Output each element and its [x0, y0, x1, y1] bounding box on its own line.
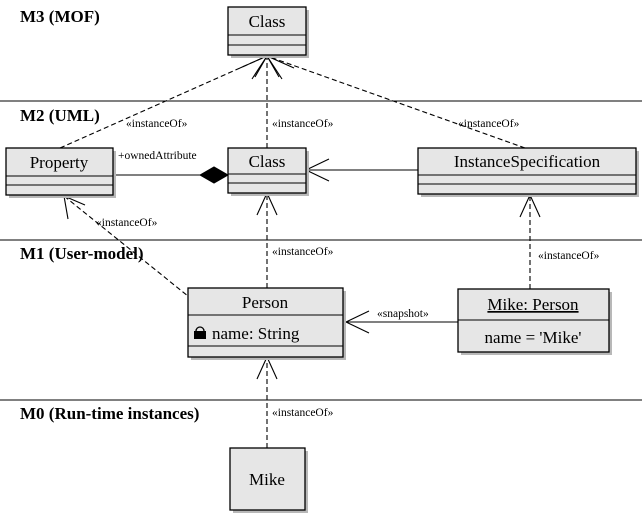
m3-class-box[interactable]: Class	[227, 6, 309, 58]
layer-label-m3: M3 (MOF)	[20, 7, 100, 26]
m1-person-attribute: name: String	[212, 324, 300, 343]
arrowhead-m3-left	[239, 54, 269, 80]
label-instanceof-instancespec: «instanceOf»	[458, 118, 520, 130]
m2-class-box[interactable]: Class	[227, 147, 309, 196]
m2-property-name: Property	[30, 153, 89, 172]
m2-instancespec-box[interactable]: InstanceSpecification	[417, 147, 639, 197]
label-instanceof-mike: «instanceOf»	[272, 407, 334, 419]
instanceof-line-instancespec	[266, 55, 526, 149]
composition-diamond	[198, 166, 230, 184]
m1-person-name: Person	[242, 293, 289, 312]
m1-mikeperson-box[interactable]: Mike: Person name = 'Mike'	[457, 288, 612, 355]
arrowhead-attribute-property	[63, 195, 86, 220]
m0-mike-box[interactable]: Mike	[229, 447, 308, 513]
instanceof-line-property	[59, 55, 268, 149]
label-owned-attribute: +ownedAttribute	[118, 150, 197, 162]
layer-label-m0: M0 (Run-time instances)	[20, 404, 199, 423]
label-instanceof-mikeperson: «instanceOf»	[538, 250, 600, 262]
m0-mike-name: Mike	[249, 470, 285, 489]
lock-icon	[194, 326, 206, 339]
label-instanceof-person: «instanceOf»	[272, 246, 334, 258]
m2-property-box[interactable]: Property	[5, 147, 116, 198]
label-instanceof-class: «instanceOf»	[272, 118, 334, 130]
layer-label-m1: M1 (User-model)	[20, 244, 144, 263]
m2-instancespec-name: InstanceSpecification	[454, 152, 601, 171]
layer-label-m2: M2 (UML)	[20, 106, 100, 125]
m2-class-name: Class	[249, 152, 286, 171]
m1-person-box[interactable]: Person name: String	[187, 287, 346, 360]
label-instanceof-attribute: «instanceOf»	[96, 217, 158, 229]
m1-mikeperson-attribute: name = 'Mike'	[485, 328, 582, 347]
label-snapshot: «snapshot»	[377, 308, 429, 320]
m1-mikeperson-name: Mike: Person	[487, 295, 579, 314]
m3-class-name: Class	[249, 12, 286, 31]
arrowhead-m3-right	[265, 54, 295, 80]
label-instanceof-property: «instanceOf»	[126, 118, 188, 130]
